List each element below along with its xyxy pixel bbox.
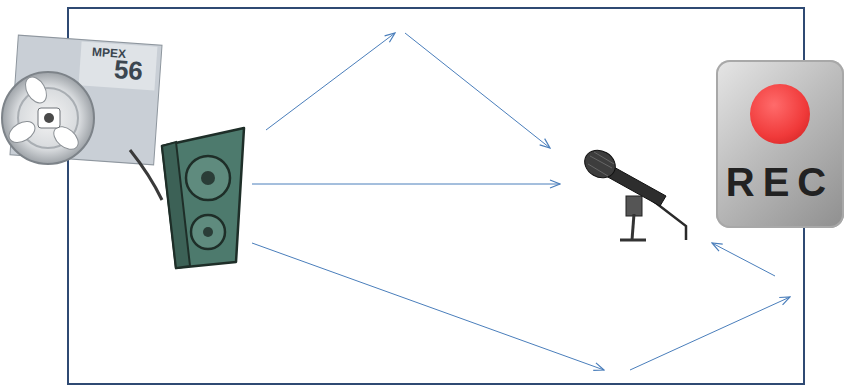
sound-ray (252, 33, 790, 370)
record-button: REC (716, 60, 844, 228)
microphone (580, 145, 686, 240)
button-text: REC (716, 160, 844, 205)
speaker (162, 128, 244, 268)
tape-model: 56 (113, 54, 144, 87)
record-dot (750, 84, 810, 144)
room-outline (68, 8, 804, 384)
tape-reel (2, 35, 162, 200)
